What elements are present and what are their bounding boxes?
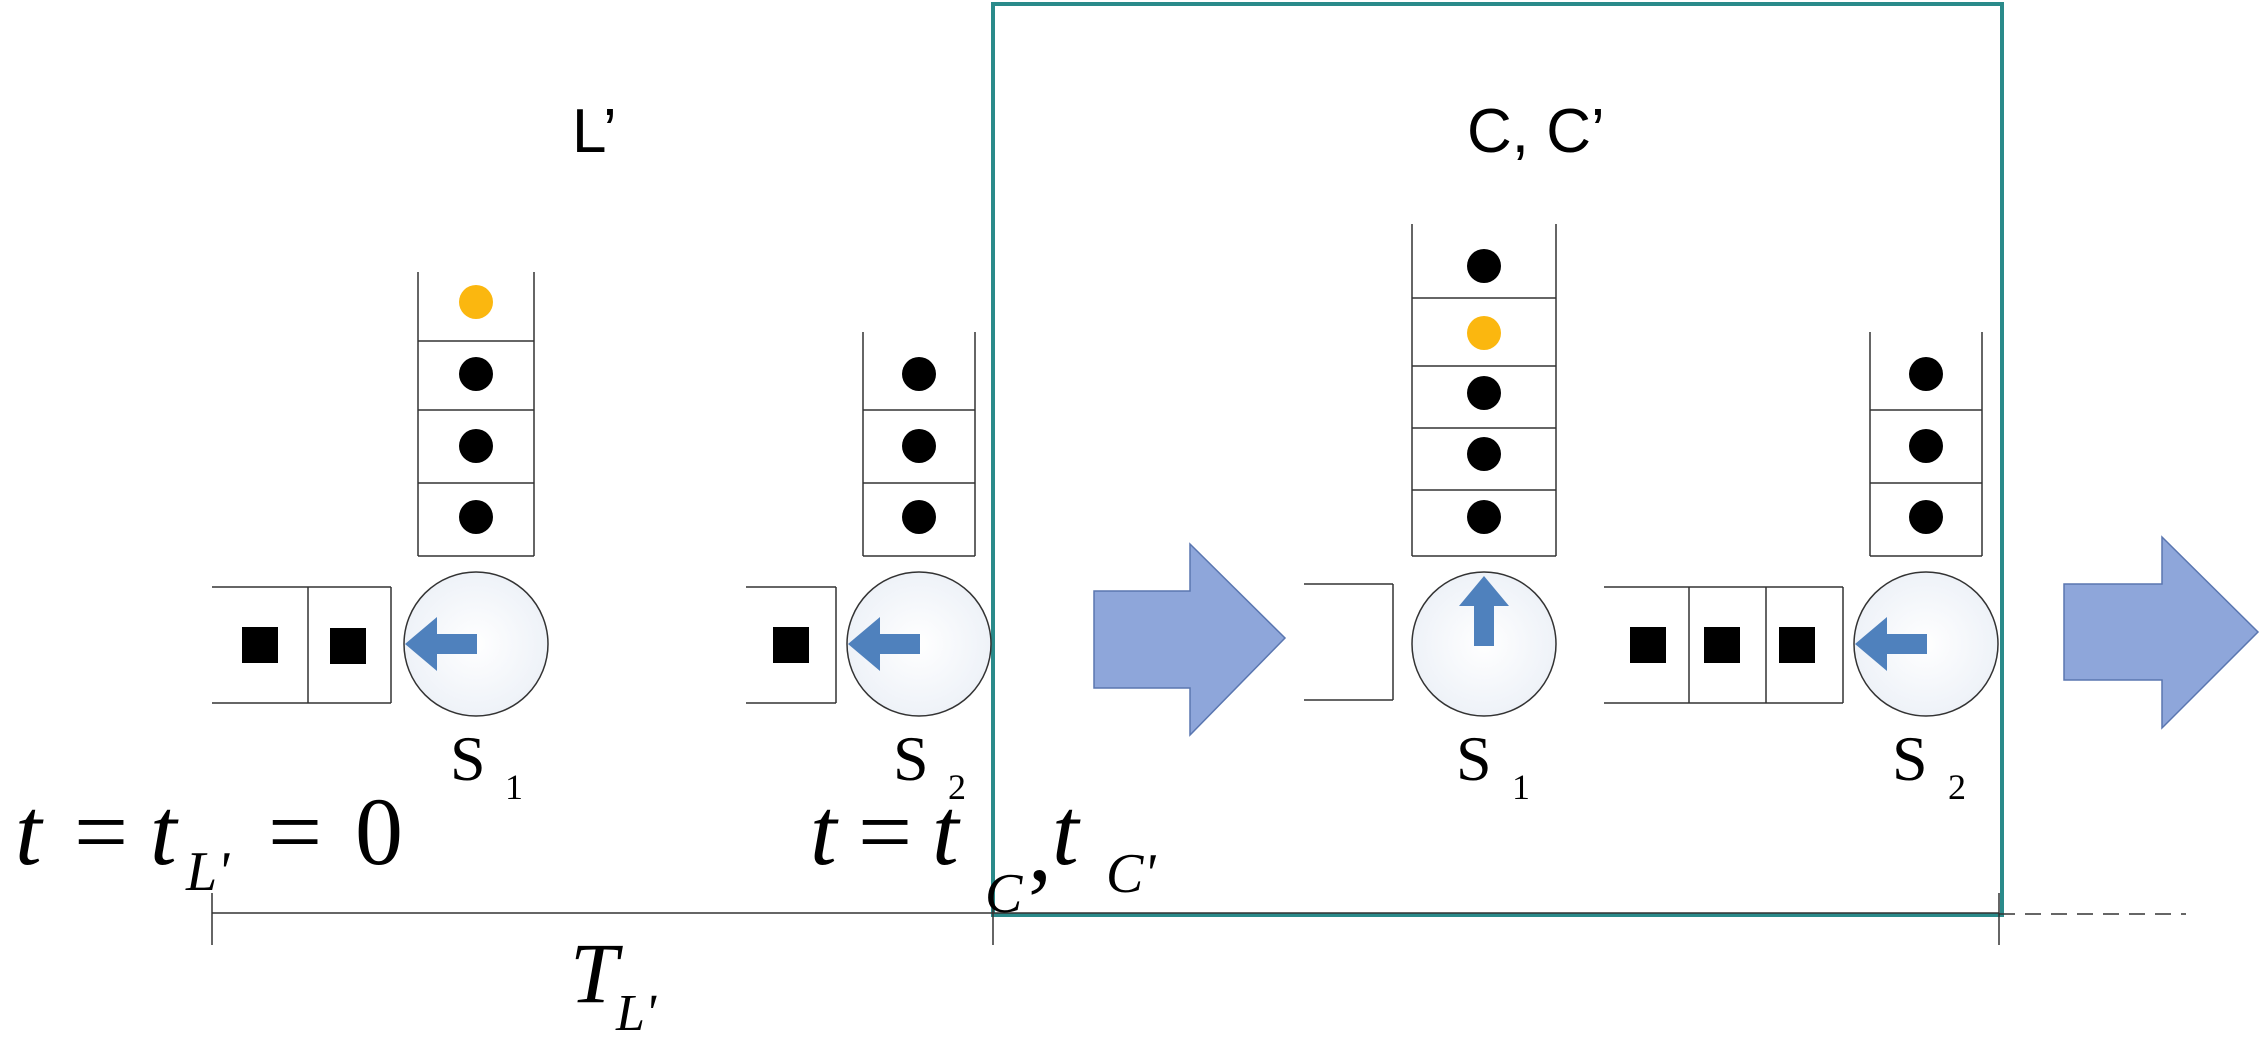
vertical-queue-s1-right [1411,224,1557,557]
job-dot [1467,437,1501,471]
time-label-start: t = t L' = 0 [15,778,403,903]
svg-text:0: 0 [355,778,403,885]
job-dot [1467,500,1501,534]
server-label-s2-left: S [893,723,929,794]
job-dot [1467,249,1501,283]
svg-text:C': C' [1106,843,1156,905]
up-arrow-icon [1459,576,1509,646]
job-dot [459,429,493,463]
highlight-frame [991,2,2004,917]
job-dot [459,500,493,534]
right-title: C, C’ [1467,97,1605,166]
job-dot [902,429,936,463]
transition-arrow-icon [2063,535,2260,730]
job-dot [1467,376,1501,410]
horizontal-queue-s1-left [212,586,392,704]
vertical-queue-s2-left [862,332,976,557]
job-dot [459,357,493,391]
server-index-s1-left: 1 [505,767,523,807]
svg-text:t: t [1052,778,1081,885]
left-arrow-icon [405,617,477,671]
svg-text:L': L' [185,841,230,903]
server-label-s2-right: S [1892,723,1928,794]
svg-text:,: , [1028,794,1052,901]
svg-text:=: = [858,778,912,885]
svg-text:t: t [15,778,44,885]
server-label-s1-left: S [450,723,486,794]
server-index-s2-left: 2 [948,767,966,807]
transition-arrow-icon [1093,542,1287,737]
svg-text:t: t [932,778,961,885]
highlighted-job [459,285,493,319]
svg-text:C: C [985,863,1023,925]
svg-text:T: T [570,925,623,1021]
job-dot [902,357,936,391]
server-label-s1-right: S [1456,723,1492,794]
horizontal-queue-s1-right [1304,583,1394,701]
left-title: L’ [572,97,617,166]
left-arrow-icon [848,617,920,671]
left-arrow-icon [1855,617,1927,671]
server-index-s2-right: 2 [1948,767,1966,807]
job-dot [1909,429,1943,463]
job-square [773,627,809,663]
svg-text:=: = [74,778,128,885]
horizontal-queue-s2-left [746,586,837,704]
job-square [242,627,278,663]
period-label: T L' [570,925,657,1042]
time-label-c: t = t C , t C' [810,778,1156,925]
job-square [1779,627,1815,663]
job-dot [1909,500,1943,534]
job-square [1704,627,1740,663]
job-square [330,628,366,664]
job-square [1630,627,1666,663]
server-index-s1-right: 1 [1512,767,1530,807]
job-dot [1909,357,1943,391]
svg-text:L': L' [615,985,657,1042]
svg-text:t: t [150,778,179,885]
highlighted-job [1467,316,1501,350]
job-dot [902,500,936,534]
svg-text:=: = [268,778,322,885]
svg-text:t: t [810,778,839,885]
vertical-queue-s1-left [417,272,535,557]
horizontal-queue-s2-right [1604,586,1844,704]
vertical-queue-s2-right [1869,332,1983,557]
